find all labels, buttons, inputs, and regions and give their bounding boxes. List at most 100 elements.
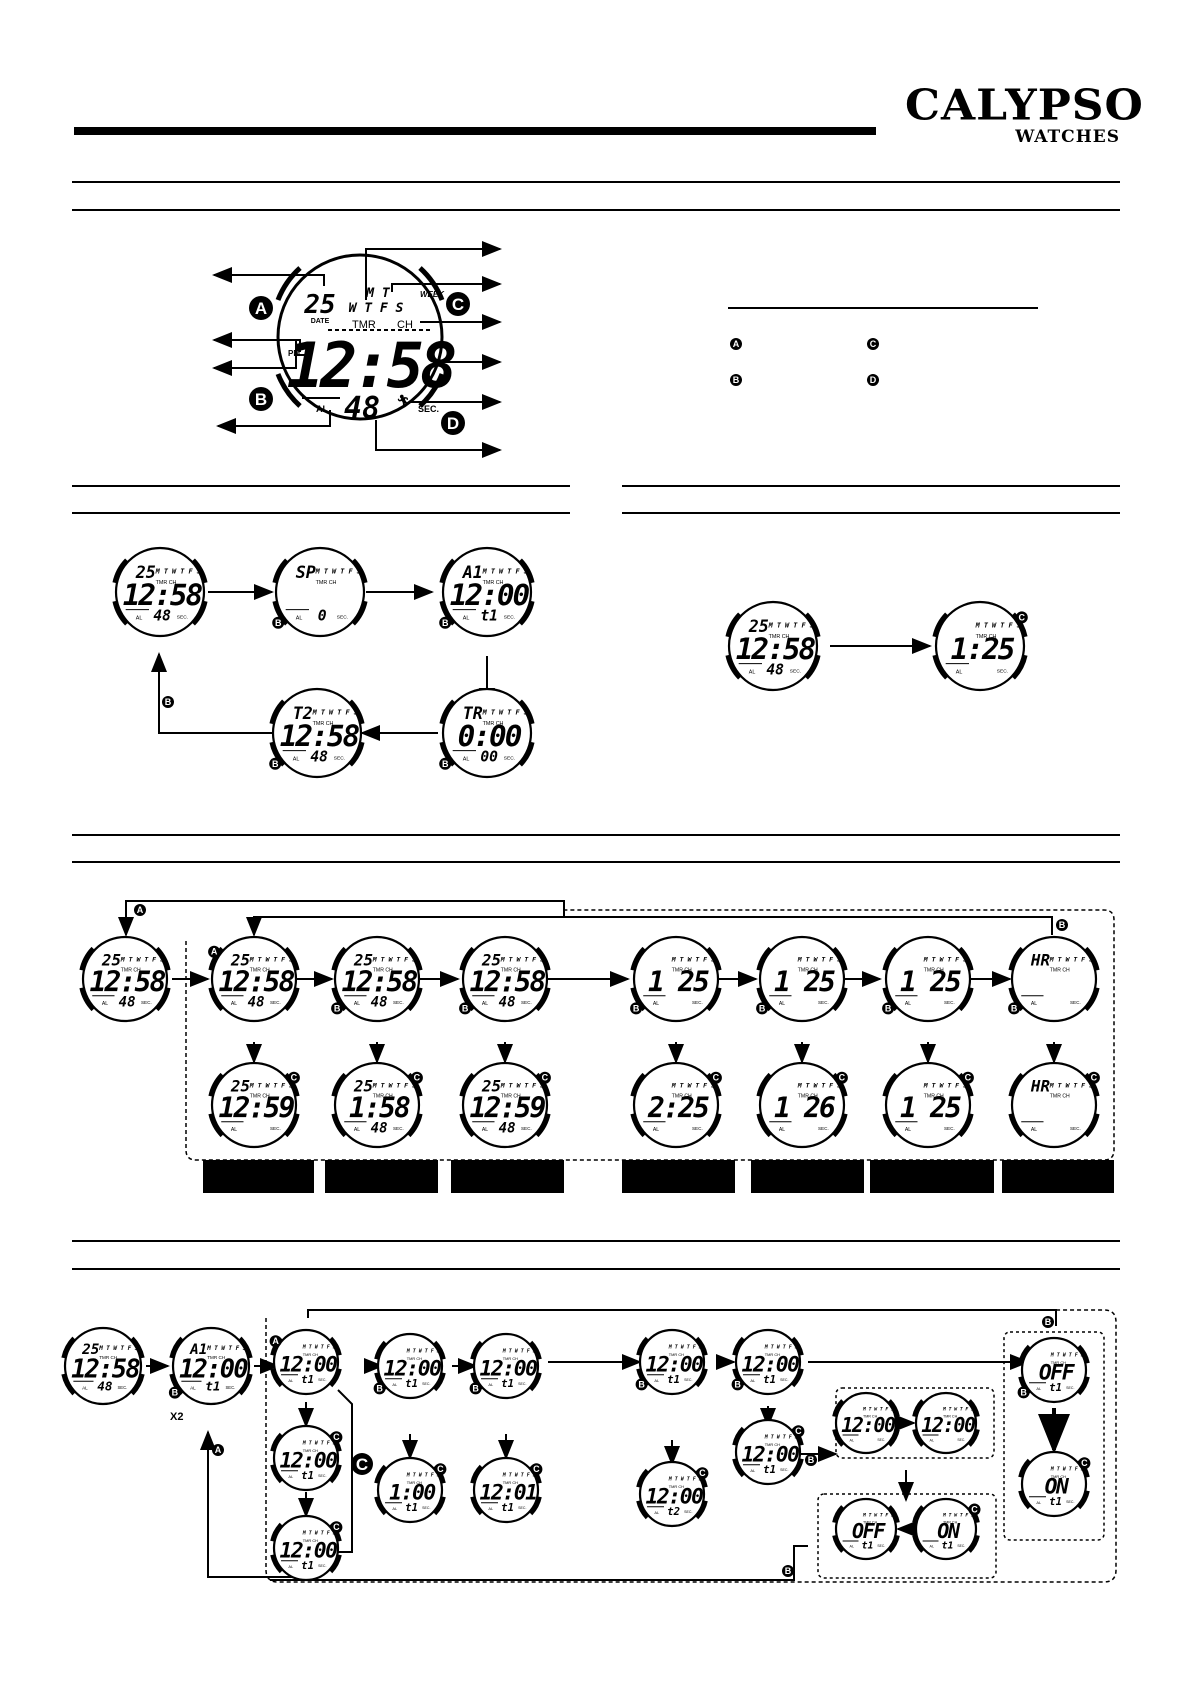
alarm-a1-btn: A [272, 1336, 279, 1346]
timeset-row2-3-days: M T W T F S [500, 1081, 544, 1089]
header-bar [74, 127, 876, 135]
mode-watch-3-al: AL [463, 615, 470, 621]
alarm-c1-days: M T W T F S [302, 1441, 336, 1447]
timeset-row1-2-al: AL [354, 1001, 360, 1007]
timeset-row2-7-al: AL [1031, 1127, 1037, 1133]
alarm-a2-tmr: TMR CH [407, 1356, 422, 1361]
alarm-a4-al: AL [654, 1378, 660, 1383]
timeset-row1-4-al: AL [653, 1001, 659, 1007]
alarm-second-days: M T W T F S [206, 1346, 247, 1352]
alarm-second-main: 12:00 [179, 1353, 248, 1383]
label-block-6 [870, 1160, 994, 1193]
timeset-row1-6-tmr: TMR CH [924, 967, 944, 973]
alarm-a3-tmr: TMR CH [503, 1356, 518, 1361]
mode-watch-3-days: M T W T F S [482, 568, 528, 576]
timeset-row2-5-tmr: TMR CH [798, 1093, 818, 1099]
timeset-row1-3-al: AL [482, 1001, 488, 1007]
timeset-row1-7-days: M T W T F S [1049, 955, 1093, 963]
main-date-label: DATE [311, 318, 330, 325]
timeset-row1-4-main: 1 25 [648, 966, 709, 999]
alarm-a5-days: M T W T F S [764, 1345, 798, 1351]
alarm-a1-days: M T W T F S [302, 1345, 336, 1351]
timeset-row2-5-days: M T W T F S [797, 1081, 841, 1089]
alarm-c2-days: M T W T F S [302, 1531, 336, 1537]
timeset-btn-b: B [1059, 920, 1066, 930]
timeset-row1-1-seclabel: SEC. [270, 1000, 281, 1005]
alarm-h-main: 1:00 [389, 1481, 435, 1506]
timeset-row1-3-top: 25 [481, 951, 501, 970]
timeset-row1-2-seclabel: SEC. [393, 1000, 404, 1005]
timeset-row2-5-seclabel: SEC. [818, 1126, 829, 1131]
timeset-row2-5-btn: C [839, 1073, 846, 1083]
timeset-row1-1-main: 12:58 [219, 966, 295, 999]
timeset-row2-6-tmr: TMR CH [924, 1093, 944, 1099]
timeset-row1-2-days: M T W T F S [372, 955, 416, 963]
rule-3a [622, 485, 1120, 487]
mode-watch-1-tmr: TMR CH [156, 580, 177, 586]
label-block-3 [451, 1160, 564, 1193]
alarm-second-seclabel: SEC. [225, 1385, 235, 1390]
mode-watch-5-al: AL [293, 756, 300, 762]
alarm-on-tmr: TMR CH [1051, 1474, 1066, 1479]
alarm-a5-tmr: TMR CH [765, 1352, 780, 1357]
light-watch-2-main: 1:25 [951, 632, 1015, 666]
timeset-row1-2-top: 25 [353, 951, 373, 970]
mode-watch-2-al: AL [296, 615, 303, 621]
mode-watch-1-sec: 48 [153, 608, 171, 625]
alarm-h-al: AL [392, 1506, 398, 1511]
mode-watch-1-days: M T W T F S [155, 568, 201, 576]
alarm-btn-a: A [215, 1445, 222, 1455]
alarm-e-btn: C [795, 1426, 802, 1436]
timeset-row2-5-main: 1 26 [774, 1092, 835, 1125]
alarm-start-tmr: TMR CH [99, 1355, 117, 1360]
rule-1b [72, 209, 1120, 211]
timeset-row2-2-top: 25 [353, 1077, 373, 1096]
alarm-off2-days: M T W T F S [862, 1512, 894, 1518]
alarm-a3-btn: B [472, 1383, 479, 1393]
timeset-row2-3-btn: C [542, 1073, 549, 1083]
alarm-btn-b3: B [808, 1455, 815, 1465]
alarm-c1-sec: t1 [301, 1469, 314, 1482]
alarm-off2-al: AL [850, 1545, 854, 1549]
rule-4b [72, 861, 1120, 863]
alarm-c1-al: AL [288, 1474, 294, 1479]
alarm-c1-btn: C [333, 1432, 340, 1442]
timeset-row2-3-sec: 48 [499, 1120, 516, 1136]
alarm-off-btn: B [1020, 1387, 1027, 1397]
alarm-m-sec: t1 [501, 1501, 514, 1514]
timeset-row1-7-seclabel: SEC. [1070, 1000, 1081, 1005]
alarm-a2-days: M T W T F S [406, 1349, 440, 1355]
timeset-row1-6-seclabel: SEC. [944, 1000, 955, 1005]
alarm-c2-main: 12:00 [279, 1539, 337, 1564]
mode-watch-2-tmr: TMR CH [316, 580, 337, 586]
alarm-a3-main: 12:00 [479, 1357, 537, 1382]
timeset-row2-3-tmr: TMR CH [501, 1093, 521, 1099]
mode-watch-5-days: M T W T F S [312, 709, 358, 717]
alarm-f1-al: AL [850, 1439, 854, 1443]
timeset-row1-7-al: AL [1031, 1001, 1037, 1007]
mode-watch-3-tmr: TMR CH [483, 580, 504, 586]
timeset-start-top: 25 [101, 951, 121, 970]
mode-watch-2-days: M T W T F S [315, 568, 361, 576]
timeset-row1-7-btn: B [1011, 1003, 1018, 1013]
main-btn-b: B [255, 390, 267, 409]
timeset-row2-4-seclabel: SEC. [692, 1126, 703, 1131]
alarm-f2-days: M T W T F S [942, 1406, 974, 1412]
alarm-a4-btn: B [638, 1379, 645, 1389]
legend-c: C [870, 339, 877, 349]
timeset-row1-5-main: 1 25 [774, 966, 835, 999]
timeset-row2-1-al: AL [231, 1127, 237, 1133]
main-btn-c: C [452, 295, 464, 314]
